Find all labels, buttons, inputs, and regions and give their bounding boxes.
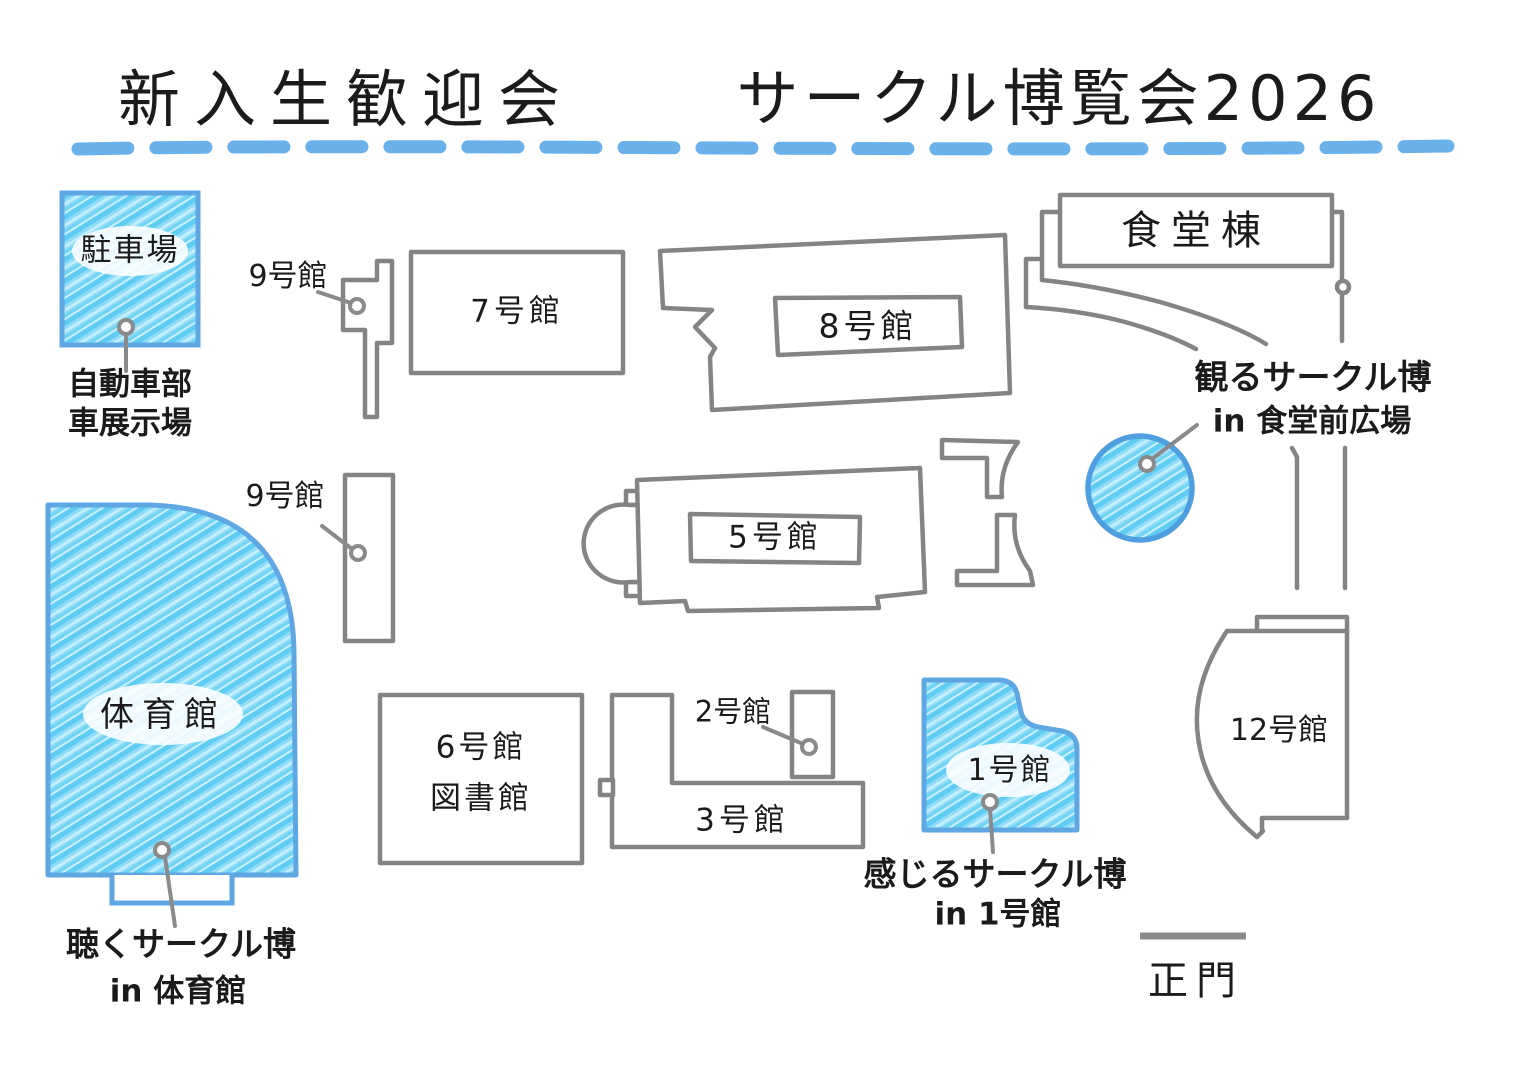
plaza-circle-area	[1085, 433, 1195, 543]
bldg2-leader-dot	[800, 738, 818, 756]
bldg5-dome	[581, 502, 644, 585]
bldg2-label: 2号館	[694, 694, 772, 729]
bldg1-label-backdrop	[946, 743, 1070, 797]
bldg9-north-leader-line	[316, 290, 353, 305]
bldg1-label: 1号館	[967, 753, 1053, 788]
gym-leader-dot	[153, 841, 171, 859]
listen-expo-annotation-line1: 聴くサークル博	[65, 924, 297, 964]
gym-label-backdrop	[83, 683, 243, 745]
bldg2-outline	[789, 689, 836, 780]
bldg9-north-leader-dot	[348, 297, 366, 315]
bldg9-north-label: 9号館	[248, 259, 328, 294]
parking-label-backdrop	[72, 226, 188, 276]
bldg2-leader-line	[761, 725, 805, 746]
page-title-left: 新入生歓迎会	[117, 63, 575, 136]
bldg7-outline	[408, 249, 626, 376]
corridor-left-line	[1289, 445, 1300, 591]
car-exhibit-annotation-line1: 自動車部	[68, 366, 192, 403]
gym-label: 体育館	[100, 695, 226, 735]
bldg12-label: 12号館	[1229, 713, 1329, 748]
bldg3-notch	[597, 777, 616, 798]
bldg8-label-box	[772, 294, 965, 358]
bldg6-label-line1: 6号館	[435, 729, 527, 766]
bldg6-outline	[377, 692, 585, 866]
bldg5-label: 5号館	[728, 519, 822, 556]
bldg5-label-box	[687, 511, 863, 566]
gym-leader-line	[163, 855, 177, 928]
bldg9-north-outline	[340, 258, 395, 420]
watch-expo-annotation-line1: 観るサークル博	[1194, 358, 1432, 398]
plaza-leader-dot	[1138, 455, 1156, 473]
bldg3-label: 3号館	[695, 802, 789, 839]
watch-expo-annotation-line2: in 食堂前広場	[1212, 403, 1412, 440]
bldg12-outline-right	[1254, 614, 1350, 835]
bldg3-outline	[609, 692, 866, 850]
car-exhibit-annotation-line2: 車展示場	[68, 405, 192, 442]
parking-leader-dot	[117, 318, 135, 336]
cafeteria-label-box	[1057, 192, 1335, 269]
feel-expo-annotation-line1: 感じるサークル博	[863, 854, 1127, 894]
bldg6-label-line2: 図書館	[430, 780, 532, 817]
bracket-shape-top	[939, 437, 1021, 500]
bracket-shape-bottom	[954, 512, 1036, 588]
bldg8-label: 8号館	[818, 306, 918, 346]
bldg9-south-leader-dot	[349, 544, 367, 562]
listen-expo-annotation-line2: in 体育館	[109, 973, 247, 1010]
bldg9-south-label: 9号館	[245, 479, 325, 514]
cafeteria-road-outer-curve	[1023, 256, 1199, 352]
page-title-right: サークル博覧会2026	[736, 62, 1382, 135]
main-gate-label: 正門	[1148, 958, 1244, 1004]
cafeteria-wall-dot	[1334, 278, 1352, 296]
cafeteria-road-inner-curve	[1039, 277, 1269, 347]
bldg9-south-leader-line	[320, 524, 354, 551]
feel-expo-annotation-line2: in 1号館	[934, 896, 1062, 933]
bldg12-curved-edge	[1194, 628, 1266, 840]
bldg1-leader-line	[988, 807, 995, 854]
bldg1-leader-dot	[981, 793, 999, 811]
plaza-leader-line	[1150, 423, 1199, 461]
bldg7-label: 7号館	[470, 293, 564, 330]
title-dashed-underline	[71, 139, 1455, 156]
cafeteria-label: 食堂棟	[1121, 208, 1271, 254]
parking-label: 駐車場	[80, 232, 180, 269]
